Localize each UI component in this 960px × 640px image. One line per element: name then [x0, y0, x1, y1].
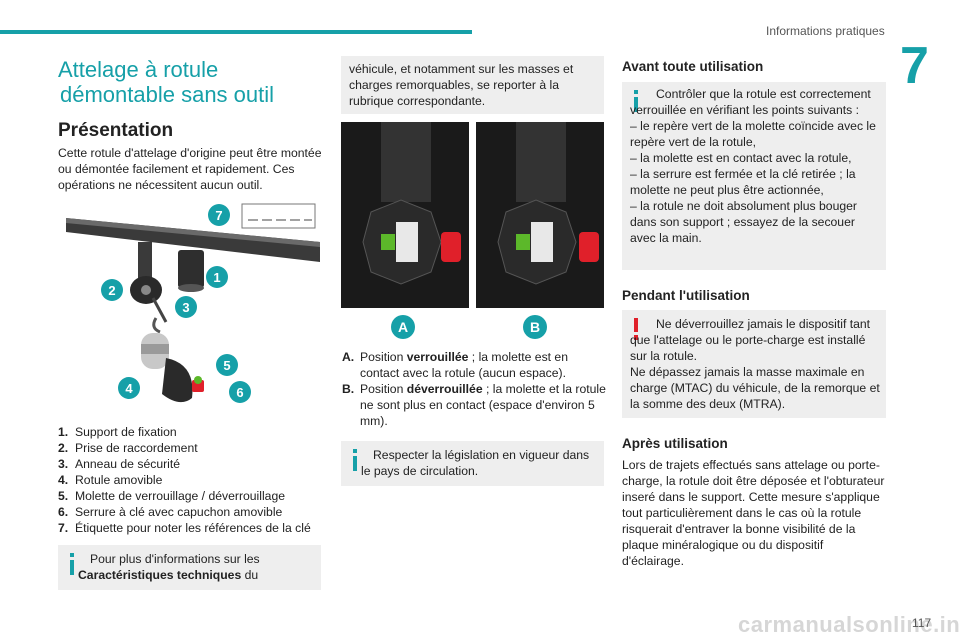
positions-list: A.Position verrouillée ; la molette est … — [342, 349, 607, 429]
section-title: Informations pratiques — [766, 24, 885, 38]
title-line-1: Attelage à rotule — [58, 57, 219, 82]
after-heading: Après utilisation — [622, 436, 728, 451]
callout-5: 5 — [216, 354, 238, 376]
parts-list: 1.Support de fixation 2.Prise de raccord… — [58, 424, 328, 536]
list-item: 5.Molette de verrouillage / déverrouilla… — [58, 489, 286, 503]
position-a-tag: A — [391, 315, 415, 339]
position-b-tag: B — [523, 315, 547, 339]
locking-positions-illustration — [341, 122, 604, 308]
list-item: 7.Étiquette pour noter les références de… — [58, 521, 311, 535]
callout-1: 1 — [206, 266, 228, 288]
presentation-text: Cette rotule d'attelage d'origine peut ê… — [58, 146, 322, 192]
title-line-2: démontable sans outil — [60, 82, 275, 107]
info-note-specs-continued: véhicule, et notamment sur les masses et… — [341, 56, 604, 114]
presentation-heading: Présentation — [58, 120, 174, 141]
callout-3: 3 — [175, 296, 197, 318]
list-item: A.Position verrouillée ; la molette est … — [342, 350, 568, 380]
during-heading: Pendant l'utilisation — [622, 288, 750, 303]
info-icon — [70, 553, 74, 575]
list-item: 3.Anneau de sécurité — [58, 457, 181, 471]
chapter-number: 7 — [900, 37, 929, 95]
after-text: Lors de trajets effectués sans attelage … — [622, 458, 885, 568]
before-heading: Avant toute utilisation — [622, 59, 764, 74]
list-item: 1.Support de fixation — [58, 425, 177, 439]
info-note-before: Contrôler que la rotule est correctement… — [622, 82, 886, 270]
list-item: 2.Prise de raccordement — [58, 441, 198, 455]
list-item: 4.Rotule amovible — [58, 473, 163, 487]
info-note-legislation: Respecter la législation en vigueur dans… — [341, 441, 604, 486]
callout-4: 4 — [118, 377, 140, 399]
list-item: B.Position déverrouillée ; la molette et… — [342, 382, 606, 428]
warning-icon — [634, 318, 638, 340]
info-note-specs: Pour plus d'informations sur les Caracté… — [58, 545, 321, 590]
page-title: Attelage à rotule démontable sans outil — [58, 57, 318, 107]
towbar-illustration — [66, 203, 320, 403]
callout-6: 6 — [229, 381, 251, 403]
watermark: carmanualsonline.info — [738, 612, 960, 637]
callout-2: 2 — [101, 279, 123, 301]
page-number: 117 — [912, 616, 932, 630]
header-accent-bar — [0, 30, 472, 34]
info-icon — [353, 449, 357, 471]
list-item: 6.Serrure à clé avec capuchon amovible — [58, 505, 283, 519]
info-icon — [634, 90, 638, 112]
warning-note-during: Ne déverrouillez jamais le dispositif ta… — [622, 310, 886, 418]
callout-7: 7 — [208, 204, 230, 226]
